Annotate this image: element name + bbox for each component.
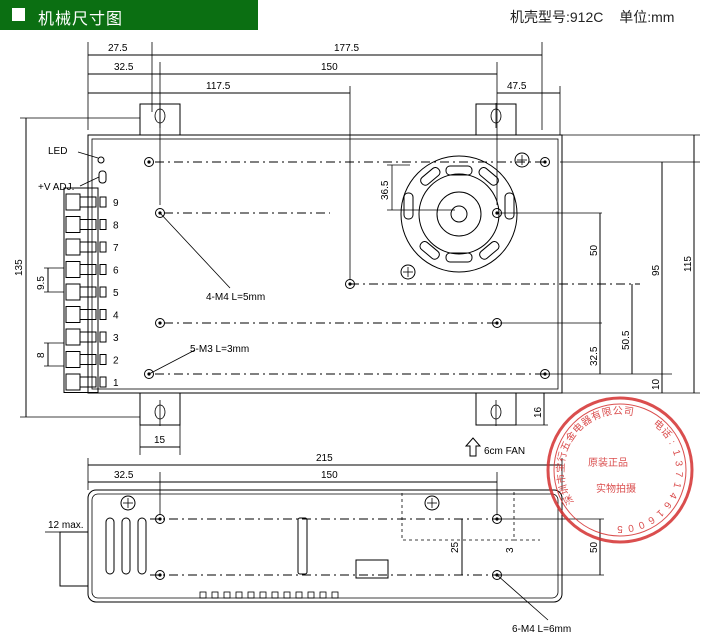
terminal-label: 6	[113, 266, 119, 277]
terminal-7: 7	[65, 238, 119, 256]
svg-text:有: 有	[589, 408, 603, 424]
terminal-label: 7	[113, 243, 119, 254]
dim-177-5: 177.5	[334, 43, 359, 54]
company-seal: 原装正品 实物拍摄 深圳市宝行五金电器有限公司 电话:13714616005	[546, 396, 694, 544]
dim-bottom-50: 50	[589, 541, 600, 553]
svg-text:圳: 圳	[557, 483, 572, 496]
svg-text::: :	[666, 439, 677, 447]
svg-text:0: 0	[627, 522, 635, 534]
page-title: 机械尺寸图	[38, 11, 124, 28]
dim-117-5: 117.5	[206, 81, 231, 92]
svg-text:4: 4	[666, 490, 679, 500]
terminal-6: 6	[65, 261, 119, 278]
dim-3: 3	[505, 547, 516, 553]
led-label: LED	[48, 146, 67, 157]
terminal-label: 3	[113, 333, 119, 344]
terminal-label: 8	[113, 221, 119, 232]
terminal-1: 1	[65, 373, 119, 391]
terminal-label: 9	[113, 198, 119, 209]
svg-text:实物拍摄: 实物拍摄	[596, 482, 636, 495]
vadj-label: +V ADJ.	[38, 182, 74, 193]
dim-95: 95	[651, 264, 662, 276]
svg-text:五: 五	[559, 440, 573, 454]
svg-text:0: 0	[636, 518, 646, 530]
svg-text:市: 市	[554, 473, 568, 485]
model-info: 机壳型号:912C 单位:mm	[510, 7, 686, 27]
dim-10: 10	[651, 378, 662, 390]
dim-16: 16	[533, 406, 544, 418]
svg-text:宝: 宝	[554, 463, 567, 473]
terminal-label: 5	[113, 288, 119, 299]
terminal-3: 3	[65, 328, 119, 346]
dim-9-5: 9.5	[36, 276, 47, 290]
dim-150: 150	[321, 62, 338, 73]
dim-115: 115	[683, 256, 694, 272]
fan-grille	[400, 152, 530, 280]
dim-32-5-vert: 32.5	[589, 346, 600, 366]
terminal-block: 9 8 7 6 5 4 3 2 1	[63, 187, 119, 393]
dim-bottom-32-5: 32.5	[114, 470, 134, 481]
svg-text:1: 1	[654, 507, 666, 519]
mount-holes	[144, 157, 550, 379]
dim-50-5: 50.5	[621, 330, 632, 350]
case-model: 机壳型号:912C	[510, 9, 604, 25]
svg-text:原装正品: 原装正品	[588, 456, 628, 469]
svg-text:7: 7	[673, 471, 684, 478]
dim-36-5: 36.5	[380, 180, 391, 200]
svg-text:1: 1	[670, 448, 682, 457]
svg-text:3: 3	[672, 460, 684, 467]
title-bar: 机械尺寸图	[0, 0, 258, 30]
dim-bottom-150: 150	[321, 470, 338, 481]
terminal-2: 2	[65, 351, 119, 368]
dim-50: 50	[589, 244, 600, 256]
callout-4-m4: 4-M4 L=5mm	[206, 292, 265, 303]
svg-text:行: 行	[555, 450, 570, 463]
dim-12-max: 12 max.	[48, 520, 84, 531]
svg-text:6: 6	[661, 499, 673, 510]
terminal-9: 9	[65, 193, 119, 211]
svg-text:司: 司	[623, 406, 635, 418]
callout-6-m4: 6-M4 L=6mm	[512, 624, 571, 635]
dim-25: 25	[450, 541, 461, 553]
fan-label: 6cm FAN	[484, 446, 525, 457]
terminal-label: 1	[113, 378, 119, 389]
svg-text:6: 6	[645, 513, 656, 526]
terminal-5: 5	[65, 283, 119, 301]
dim-8: 8	[36, 352, 47, 358]
svg-text:公: 公	[613, 406, 623, 417]
callout-5-m3: 5-M3 L=3mm	[190, 344, 249, 355]
terminal-label: 4	[113, 311, 119, 322]
dim-15: 15	[154, 435, 166, 446]
dim-215: 215	[316, 453, 333, 464]
terminal-label: 2	[113, 356, 119, 367]
svg-text:1: 1	[670, 481, 682, 490]
dim-27-5: 27.5	[108, 43, 128, 54]
svg-text:5: 5	[617, 523, 623, 534]
terminal-8: 8	[65, 216, 119, 233]
dim-32-5: 32.5	[114, 62, 134, 73]
unit-label: 单位:mm	[619, 9, 675, 25]
dim-135: 135	[14, 259, 25, 276]
terminal-4: 4	[65, 306, 119, 323]
svg-text:限: 限	[601, 406, 613, 420]
dim-47-5: 47.5	[507, 81, 527, 92]
square-icon	[12, 8, 25, 21]
